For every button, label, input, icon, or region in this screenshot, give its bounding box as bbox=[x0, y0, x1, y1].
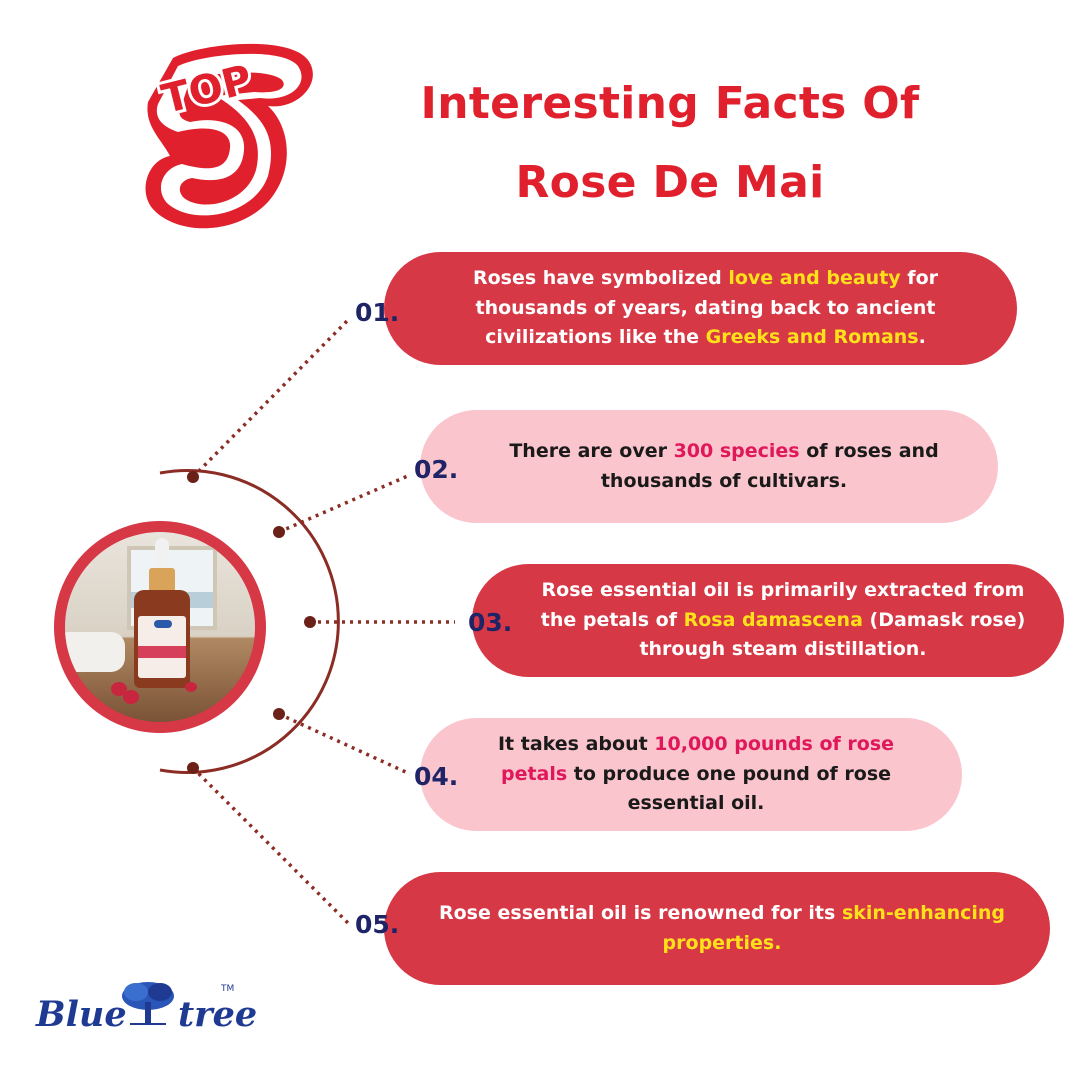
fact-number-01: 01. bbox=[355, 298, 400, 327]
connector-05 bbox=[191, 766, 352, 927]
highlight-text: Greeks and Romans bbox=[705, 326, 919, 349]
fact-card-01: Roses have symbolized love and beauty fo… bbox=[384, 252, 1017, 365]
fact-text-05: Rose essential oil is renowned for its s… bbox=[434, 899, 1010, 958]
page-title-line2: Rose De Mai bbox=[515, 157, 825, 208]
highlight-text: love and beauty bbox=[728, 267, 901, 290]
fact-text-02: There are over 300 species of roses and … bbox=[480, 437, 968, 496]
highlight-text: skin-enhancing properties. bbox=[662, 902, 1005, 954]
fact-text-segment: Rose essential oil is renowned for its bbox=[439, 902, 842, 925]
fact-text-segment: (Damask rose) through steam distillation… bbox=[639, 608, 1026, 661]
highlight-text: 10,000 pounds of rose petals bbox=[500, 733, 895, 785]
fact-card-02: There are over 300 species of roses and … bbox=[420, 410, 998, 523]
tree-icon bbox=[122, 982, 174, 1025]
fact-number-04: 04. bbox=[414, 762, 459, 791]
connector-02 bbox=[278, 473, 411, 534]
fact-number-05: 05. bbox=[355, 910, 400, 939]
rose-petal-icon bbox=[123, 690, 139, 704]
connector-dot-03 bbox=[304, 616, 316, 628]
fact-number-03: 03. bbox=[468, 608, 513, 637]
fact-text-segment: There are over bbox=[509, 440, 674, 463]
rose-petal-icon bbox=[185, 682, 197, 692]
connector-dot-01 bbox=[187, 471, 199, 483]
fact-text-01: Roses have symbolized love and beauty fo… bbox=[424, 264, 987, 352]
trademark-symbol: TM bbox=[221, 984, 235, 994]
highlight-text: 300 species bbox=[673, 440, 800, 463]
fact-card-03: Rose essential oil is primarily extracte… bbox=[472, 564, 1064, 677]
logo-word-blue: Blue bbox=[36, 994, 127, 1035]
top5-badge: TOP bbox=[145, 43, 313, 229]
fact-card-04: It takes about 10,000 pounds of rose pet… bbox=[420, 718, 962, 831]
bottle-label bbox=[138, 616, 186, 678]
page-title-line1: Interesting Facts Of bbox=[420, 78, 920, 129]
connector-dot-02 bbox=[273, 526, 285, 538]
fact-card-05: Rose essential oil is renowned for its s… bbox=[384, 872, 1050, 985]
connector-01 bbox=[191, 316, 352, 479]
connector-dot-05 bbox=[187, 762, 199, 774]
fact-text-segment: . bbox=[918, 326, 926, 349]
bluetree-logo: Blue tree TM bbox=[36, 980, 257, 1050]
bluetree-cloud-icon bbox=[154, 620, 172, 628]
fact-text-segment: for thousands of years, dating back to a… bbox=[475, 267, 939, 349]
rose-petal-icon bbox=[111, 682, 127, 696]
fact-text-04: It takes about 10,000 pounds of rose pet… bbox=[490, 730, 902, 818]
dropper-cap bbox=[149, 568, 175, 592]
fact-text-segment: Roses have symbolized bbox=[472, 267, 729, 290]
fact-text-segment: of roses and thousands of cultivars. bbox=[600, 440, 939, 492]
connector-04 bbox=[278, 712, 411, 776]
product-image-frame bbox=[54, 521, 266, 733]
fact-number-02: 02. bbox=[414, 455, 459, 484]
logo-word-tree: tree bbox=[178, 994, 258, 1035]
highlight-text: Rosa damascena bbox=[683, 608, 863, 631]
oil-bottle bbox=[134, 590, 190, 688]
fact-text-segment: It takes about bbox=[497, 733, 655, 756]
fact-text-segment: Rose essential oil is primarily extracte… bbox=[540, 579, 1025, 631]
dropper-bulb bbox=[155, 538, 169, 570]
connector-dot-04 bbox=[273, 708, 285, 720]
product-photo bbox=[65, 532, 255, 722]
outer-arc bbox=[159, 469, 340, 774]
fact-text-03: Rose essential oil is primarily extracte… bbox=[522, 576, 1044, 664]
fact-text-segment: to produce one pound of rose essential o… bbox=[567, 762, 892, 815]
pillow-illustration bbox=[65, 632, 125, 672]
